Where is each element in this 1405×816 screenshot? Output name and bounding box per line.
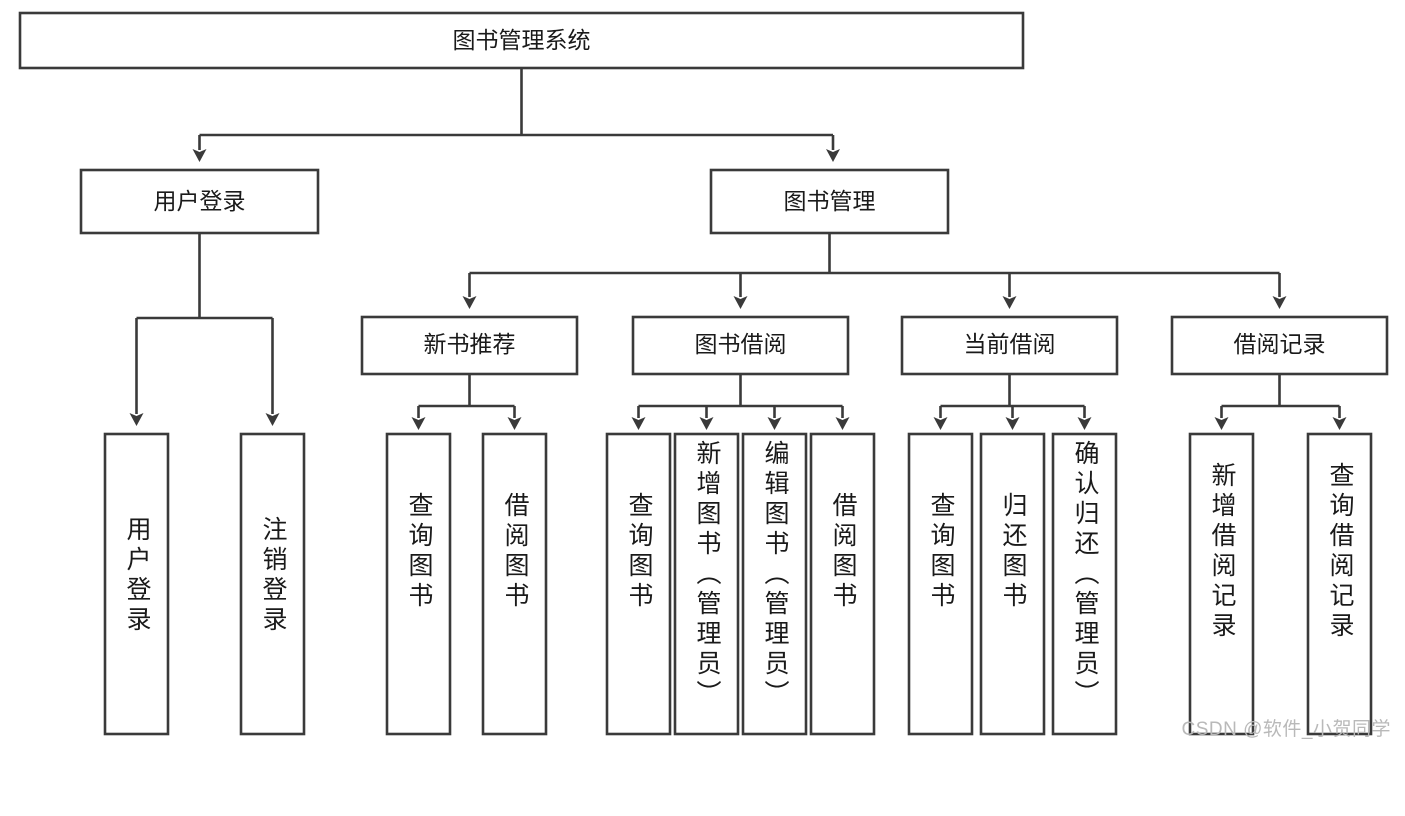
watermark: CSDN @软件_小贺同学 bbox=[1181, 719, 1391, 740]
node-leaf-query-book-borrow-box[interactable] bbox=[605, 432, 672, 736]
node-leaf-borrow-book-rec-box[interactable] bbox=[481, 432, 548, 736]
leaf-box-group bbox=[103, 432, 1373, 736]
node-leaf-user-logout-box[interactable] bbox=[239, 432, 306, 736]
node-leaf-query-book-current-box[interactable] bbox=[907, 432, 974, 736]
node-current-borrow[interactable]: 当前借阅 bbox=[900, 315, 1119, 376]
flowchart-svg: 图书管理系统 用户登录 图书管理 新书推荐 图书借阅 当前借阅 借阅记录 bbox=[18, 11, 1389, 736]
node-leaf-return-book-box[interactable] bbox=[979, 432, 1046, 736]
node-borrow-record-box[interactable] bbox=[1170, 315, 1389, 376]
node-book-borrow[interactable]: 图书借阅 bbox=[631, 315, 850, 376]
node-leaf-user-login-box[interactable] bbox=[103, 432, 170, 736]
flowchart-diagram: 图书管理系统 用户登录 图书管理 新书推荐 图书借阅 当前借阅 借阅记录 bbox=[18, 11, 1391, 740]
node-root-label: 图书管理系统 bbox=[453, 27, 591, 53]
node-leaf-add-book-admin-box[interactable] bbox=[673, 432, 740, 736]
node-book-borrow-box[interactable] bbox=[631, 315, 850, 376]
node-borrow-record[interactable]: 借阅记录 bbox=[1170, 315, 1389, 376]
node-leaf-query-borrow-record-box[interactable] bbox=[1306, 432, 1373, 736]
node-book-manage[interactable]: 图书管理 bbox=[709, 168, 950, 235]
node-user-login[interactable]: 用户登录 bbox=[79, 168, 320, 235]
node-leaf-confirm-return-admin-box[interactable] bbox=[1051, 432, 1118, 736]
node-borrow-record-label: 借阅记录 bbox=[1234, 331, 1326, 357]
node-user-login-label: 用户登录 bbox=[154, 188, 246, 214]
node-leaf-query-book-rec-box[interactable] bbox=[385, 432, 452, 736]
node-root[interactable]: 图书管理系统 bbox=[18, 11, 1025, 70]
node-leaf-add-borrow-record-box[interactable] bbox=[1188, 432, 1255, 736]
node-book-borrow-label: 图书借阅 bbox=[695, 331, 787, 357]
node-book-manage-label: 图书管理 bbox=[784, 188, 876, 214]
node-new-book-recommend-box[interactable] bbox=[360, 315, 579, 376]
node-leaf-edit-book-admin-box[interactable] bbox=[741, 432, 808, 736]
node-root-box[interactable] bbox=[18, 11, 1025, 70]
node-user-login-box[interactable] bbox=[79, 168, 320, 235]
node-leaf-borrow-book-borrow-box[interactable] bbox=[809, 432, 876, 736]
connector-group bbox=[129, 68, 1347, 430]
node-new-book-recommend[interactable]: 新书推荐 bbox=[360, 315, 579, 376]
node-current-borrow-box[interactable] bbox=[900, 315, 1119, 376]
node-current-borrow-label: 当前借阅 bbox=[964, 331, 1056, 357]
node-new-book-recommend-label: 新书推荐 bbox=[424, 331, 516, 357]
node-book-manage-box[interactable] bbox=[709, 168, 950, 235]
